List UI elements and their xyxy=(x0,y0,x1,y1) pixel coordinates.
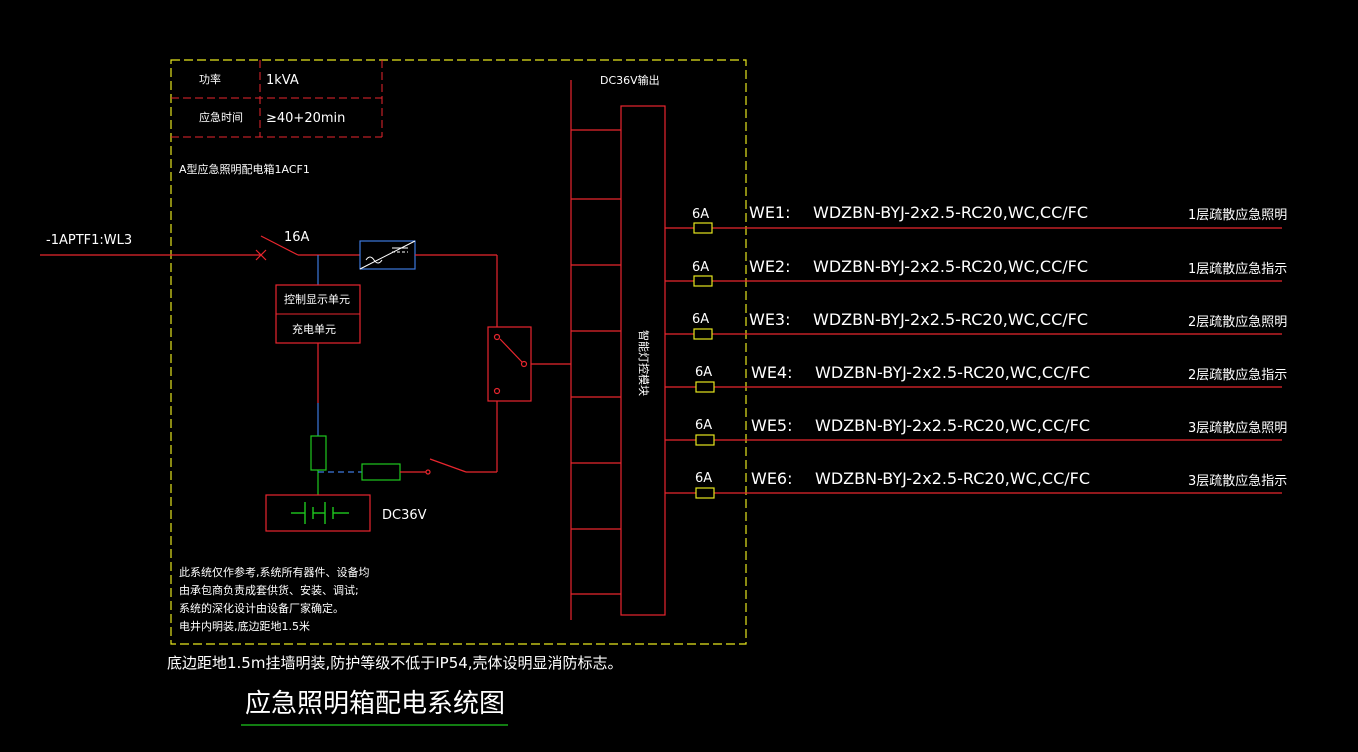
converter-symbol xyxy=(359,240,416,270)
circuit-3-cable: WDZBN-BYJ-2x2.5-RC20,WC,CC/FC xyxy=(813,310,1088,329)
circuit-6-cable: WDZBN-BYJ-2x2.5-RC20,WC,CC/FC xyxy=(815,469,1090,488)
battery-label: DC36V xyxy=(382,508,427,523)
time-label: 应急时间 xyxy=(199,110,243,124)
circuit-3-desc: 2层疏散应急照明 xyxy=(1188,314,1287,330)
circuit-3: 6A WE3: WDZBN-BYJ-2x2.5-RC20,WC,CC/FC 2层… xyxy=(665,310,1287,340)
time-value: ≥40+20min xyxy=(266,111,345,126)
smart-module-label: 智能灯控模块 xyxy=(637,330,651,396)
box-name: A型应急照明配电箱1ACF1 xyxy=(179,162,310,176)
circuit-2-fuse: 6A xyxy=(692,260,709,275)
spec-table xyxy=(171,60,383,138)
circuit-5-desc: 3层疏散应急照明 xyxy=(1188,420,1287,436)
circuit-4-id: WE4: xyxy=(751,363,793,382)
circuit-5-cable: WDZBN-BYJ-2x2.5-RC20,WC,CC/FC xyxy=(815,416,1090,435)
circuit-1-id: WE1: xyxy=(749,203,791,222)
battery-icon xyxy=(291,502,349,524)
circuit-1-fuse: 6A xyxy=(692,207,709,222)
bypass-fuse xyxy=(361,463,401,481)
circuit-5-id: WE5: xyxy=(751,416,793,435)
circuit-3-id: WE3: xyxy=(749,310,791,329)
note-line-1: 此系统仅作参考,系统所有器件、设备均 xyxy=(179,565,370,579)
power-value: 1kVA xyxy=(266,73,299,88)
incoming-label: -1APTF1:WL3 xyxy=(46,233,132,248)
bypass-switch xyxy=(400,401,498,475)
drawing-title: 应急照明箱配电系统图 xyxy=(245,689,505,719)
circuit-4-desc: 2层疏散应急指示 xyxy=(1188,367,1287,383)
note-line-4: 电井内明装,底边距地1.5米 xyxy=(179,619,310,633)
smart-module-box xyxy=(620,105,666,616)
circuit-1: 6A WE1: WDZBN-BYJ-2x2.5-RC20,WC,CC/FC 1层… xyxy=(665,203,1287,234)
install-note: 底边距地1.5m挂墙明装,防护等级不低于IP54,壳体设明显消防标志。 xyxy=(167,654,623,672)
charge-unit-label: 充电单元 xyxy=(292,322,336,336)
circuit-4: 6A WE4: WDZBN-BYJ-2x2.5-RC20,WC,CC/FC 2层… xyxy=(665,363,1287,393)
circuit-2-desc: 1层疏散应急指示 xyxy=(1188,261,1287,277)
battery-box xyxy=(265,494,371,532)
control-unit-label: 控制显示单元 xyxy=(284,292,350,306)
changeover-switch xyxy=(487,326,571,402)
main-breaker xyxy=(255,235,360,261)
circuit-2-id: WE2: xyxy=(749,257,791,276)
circuit-5-fuse: 6A xyxy=(695,418,712,433)
circuit-2: 6A WE2: WDZBN-BYJ-2x2.5-RC20,WC,CC/FC 1层… xyxy=(665,257,1287,287)
circuit-1-desc: 1层疏散应急照明 xyxy=(1188,207,1287,223)
circuit-3-fuse: 6A xyxy=(692,312,709,327)
note-line-3: 系统的深化设计由设备厂家确定。 xyxy=(179,601,344,615)
circuit-4-fuse: 6A xyxy=(695,365,712,380)
circuit-1-cable: WDZBN-BYJ-2x2.5-RC20,WC,CC/FC xyxy=(813,203,1088,222)
circuit-5: 6A WE5: WDZBN-BYJ-2x2.5-RC20,WC,CC/FC 3层… xyxy=(665,416,1287,446)
circuit-6-desc: 3层疏散应急指示 xyxy=(1188,473,1287,489)
power-label: 功率 xyxy=(199,72,221,86)
circuit-6-fuse: 6A xyxy=(695,471,712,486)
battery-fuse xyxy=(310,435,327,471)
circuit-2-cable: WDZBN-BYJ-2x2.5-RC20,WC,CC/FC xyxy=(813,257,1088,276)
output-label: DC36V输出 xyxy=(600,73,660,87)
circuit-4-cable: WDZBN-BYJ-2x2.5-RC20,WC,CC/FC xyxy=(815,363,1090,382)
breaker-rating: 16A xyxy=(284,230,310,245)
circuit-6-id: WE6: xyxy=(751,469,793,488)
circuit-6: 6A WE6: WDZBN-BYJ-2x2.5-RC20,WC,CC/FC 3层… xyxy=(665,469,1287,499)
bus-taps xyxy=(571,129,621,595)
note-line-2: 由承包商负责成套供货、安装、调试; xyxy=(179,583,359,597)
panel-enclosure xyxy=(170,59,747,645)
